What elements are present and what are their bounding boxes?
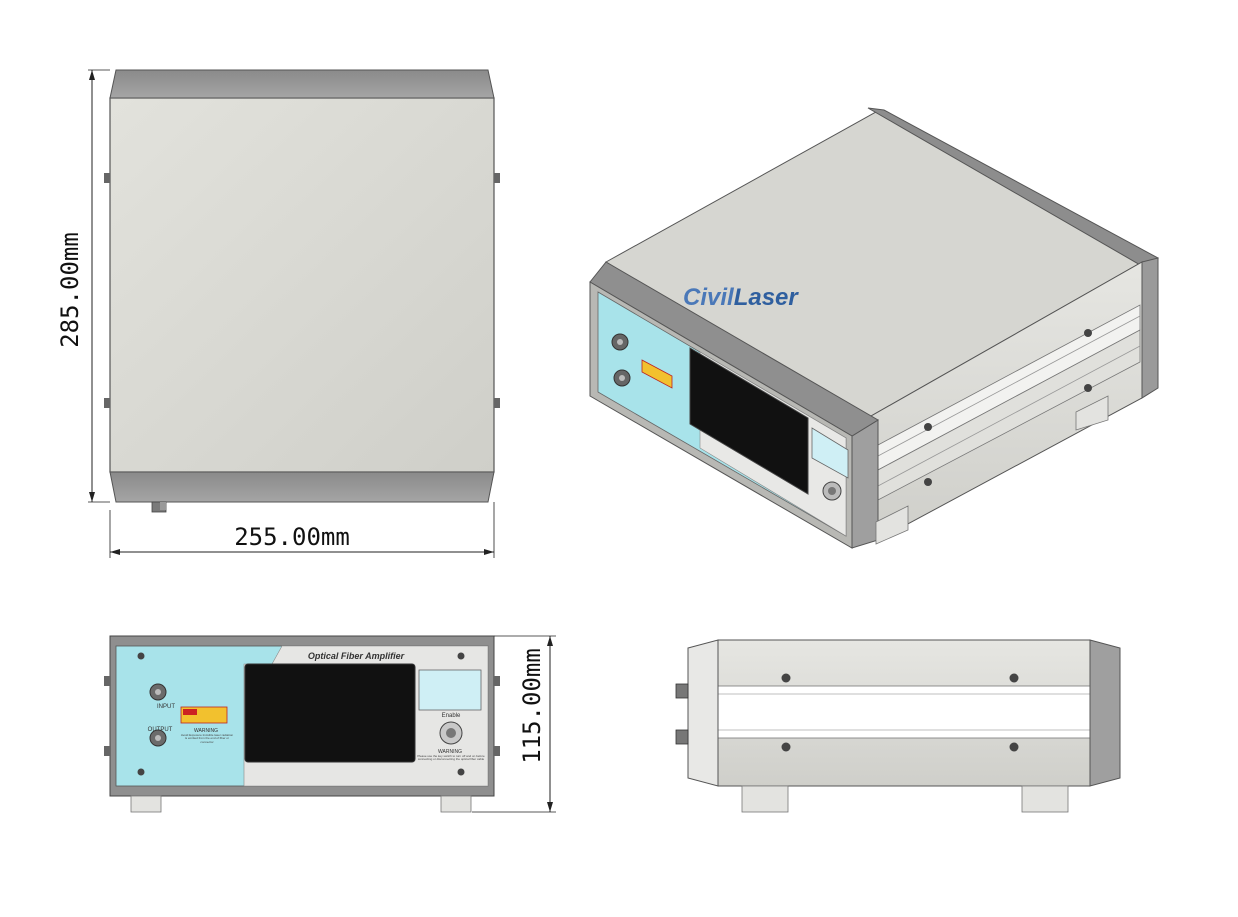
screw-icon <box>924 478 932 486</box>
status-display-window <box>418 669 482 711</box>
screw-icon <box>457 652 465 660</box>
isometric-view: CivilLaser <box>589 107 1160 549</box>
connector-icon <box>675 683 689 699</box>
warning-title-left: WARNING <box>194 728 218 734</box>
screw-icon <box>1009 673 1019 683</box>
screw-icon <box>457 768 465 776</box>
brand-prefix: Civil <box>683 284 735 311</box>
top-view: 285.00mm 255.00mm <box>56 69 500 558</box>
display-screen <box>244 663 416 763</box>
screw-icon <box>137 768 145 776</box>
depth-dimension-label: 285.00mm <box>56 232 84 348</box>
width-dimension-label: 255.00mm <box>234 523 350 551</box>
screw-icon <box>104 173 110 183</box>
screw-icon <box>781 742 791 752</box>
height-dimension-label: 115.00mm <box>518 648 546 764</box>
brand-suffix: Laser <box>734 284 800 311</box>
warning-text-right: Please use the key switch to turn off an… <box>417 755 485 762</box>
screw-icon <box>137 652 145 660</box>
screw-icon <box>1009 742 1019 752</box>
screw-icon <box>924 423 932 431</box>
brand-logo: CivilLaser <box>683 284 799 311</box>
side-view <box>675 639 1121 813</box>
device-title: Optical Fiber Amplifier <box>308 651 405 661</box>
screw-icon <box>1084 329 1092 337</box>
screw-icon <box>781 673 791 683</box>
screw-icon <box>494 398 500 408</box>
screw-icon <box>104 398 110 408</box>
screw-icon <box>494 173 500 183</box>
enable-label: Enable <box>442 713 461 719</box>
input-label: INPUT <box>157 704 175 710</box>
front-view: Optical Fiber Amplifier Enable WARNING P… <box>104 635 556 813</box>
laser-warning-label-icon <box>641 359 673 389</box>
warning-title-right: WARNING <box>438 749 462 755</box>
warning-text-left: Avoid Exposure Invisible laser radiation… <box>180 734 234 744</box>
connector-icon <box>675 729 689 745</box>
screw-icon <box>1084 384 1092 392</box>
